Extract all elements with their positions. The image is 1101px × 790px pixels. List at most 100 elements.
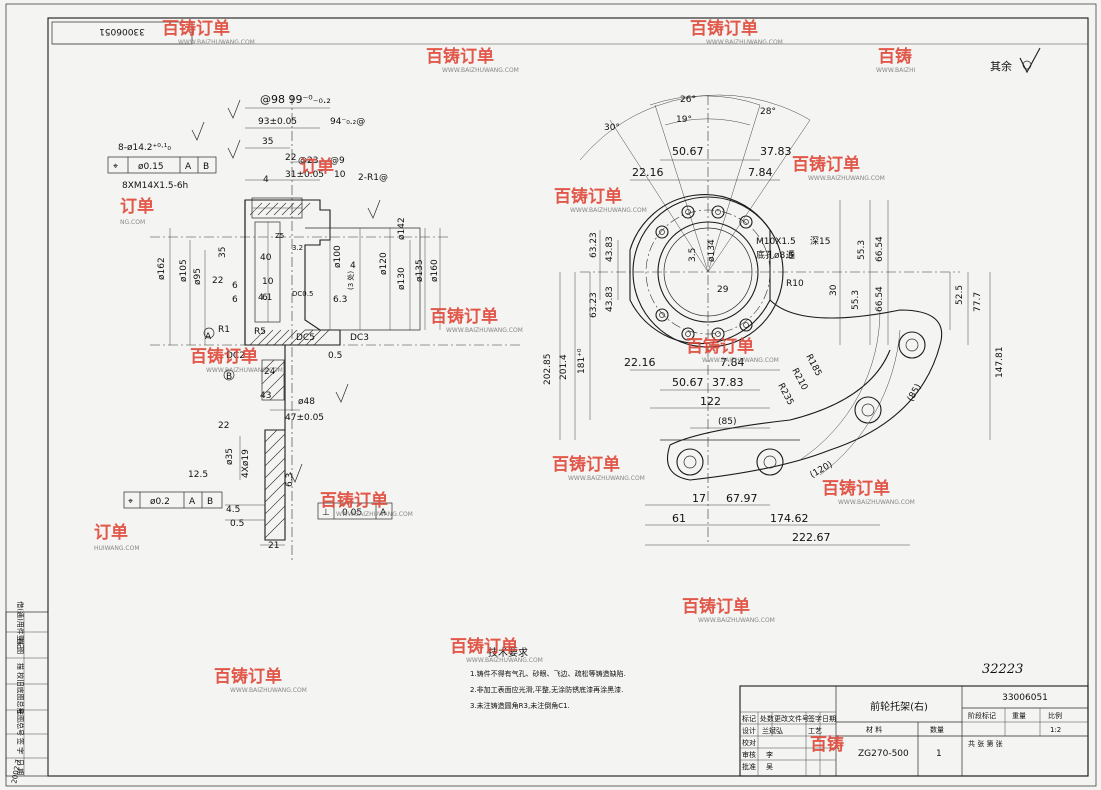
outer-frame [5, 3, 1097, 787]
bolt-holes [655, 205, 753, 341]
strip-label-total: 底图总号 [16, 708, 25, 736]
dim-text: DC0.5 [292, 290, 313, 298]
dim-text: 202.85 [543, 354, 553, 386]
dim-text: 43 [260, 391, 271, 401]
svg-text:百铸订单: 百铸订单 [214, 666, 282, 687]
dim-text: (3 处) [346, 271, 355, 290]
dim-text: (120) [809, 460, 835, 481]
plan-bore [657, 221, 759, 323]
watermark-logo: 百铸订单 WWW.BAIZHUWANG.COM [426, 46, 519, 74]
dim-text: 43.83 [605, 236, 615, 262]
tb-row-label: 校对 [742, 738, 756, 747]
svg-text:百铸订单: 百铸订单 [426, 46, 494, 67]
tb-row-label: 签字 [808, 714, 822, 723]
strip-label-date: 日 期 [16, 759, 24, 775]
dim-text: 63.23 [589, 232, 599, 258]
tech-req-item-3: 3.未注铸造圆角R3,未注倒角C1. [470, 701, 570, 710]
dim-text: ø130 [397, 267, 407, 290]
svg-text:百铸: 百铸 [810, 734, 844, 755]
dim-text: 0.5 [230, 519, 244, 529]
roughness-icon [227, 99, 241, 119]
dim-text: 61 [672, 512, 686, 525]
dim-text: DC5 [296, 333, 315, 343]
watermark-logo: 百铸订单 WWW.BAIZHUWANG.COM [682, 596, 775, 624]
svg-text:B: B [203, 162, 209, 172]
tb-quantity-value: 1 [936, 749, 942, 759]
dim-text: M10X1.5 [756, 237, 796, 247]
svg-text:HUIWANG.COM: HUIWANG.COM [94, 545, 140, 552]
dim-text: 77.7 [973, 292, 983, 312]
dim-text: R235 [775, 382, 795, 407]
tb-sheets-label: 共 张 第 张 [968, 739, 1003, 748]
svg-text:WWW.BAIZHUWANG.COM: WWW.BAIZHUWANG.COM [442, 67, 519, 74]
dim-text: 31±0.05 [285, 170, 324, 180]
dim-text: 52.5 [955, 285, 965, 305]
dim-text: 174.62 [770, 512, 809, 525]
dim-text: ø135 [415, 259, 425, 282]
datum-b-marker [223, 369, 235, 381]
svg-text:A: A [185, 162, 192, 172]
roughness-icon [191, 121, 205, 141]
watermark-logo: 百铸订单 WWW.BAIZHUWANG.COM [320, 490, 413, 518]
tb-row-label: 日期 [822, 715, 836, 723]
dim-text: 21 [268, 541, 279, 551]
dim-text: 19° [676, 115, 692, 125]
dim-text: 6 [262, 293, 268, 303]
handwritten-code: 32223 [982, 662, 1023, 677]
watermark-logo: 百铸订单 WWW.BAIZHUWANG.COM [554, 186, 647, 214]
dim-text: 35 [262, 137, 273, 147]
dim-text: 181⁺⁰ [577, 348, 587, 374]
dim-text: (85) [906, 382, 924, 403]
dim-text: R1 [218, 325, 230, 335]
tb-signature: 兰斌弘 [762, 726, 783, 735]
watermark-logo: 百铸订单 WWW.BAIZHUWANG.COM [686, 336, 779, 364]
dim-text: 30° [604, 123, 620, 133]
tech-req-title: 技术要求 [488, 646, 528, 659]
surface-note: 其余 [990, 59, 1012, 73]
svg-text:百铸订单: 百铸订单 [682, 596, 750, 617]
strip-label-check: 描 校 [16, 663, 25, 679]
roughness-icon [335, 383, 349, 403]
dim-text: 37.83 [712, 376, 744, 389]
svg-text:A: A [380, 508, 387, 518]
svg-text:百铸: 百铸 [878, 46, 912, 67]
dim-text: 24 [264, 367, 276, 377]
dim-text: 28° [760, 107, 776, 117]
dim-text: 深15 [810, 236, 830, 247]
svg-text:订单: 订单 [300, 156, 334, 177]
dim-text: 29 [717, 285, 729, 295]
tb-row-label: 审核 [742, 750, 756, 759]
dim-text: 4Xø19 [241, 449, 251, 478]
svg-text:百铸订单: 百铸订单 [450, 636, 518, 657]
dim-text: R5 [254, 327, 266, 337]
svg-text:B: B [207, 497, 213, 507]
dim-text: 8-ø14.2⁺⁰·¹₀ [118, 143, 171, 153]
dim-text: 4 [263, 175, 269, 185]
section-lower-arm [260, 344, 286, 541]
watermark-logo: 百铸订单 WWW.BAIZHUWANG.COM [214, 666, 307, 694]
dim-text: 122 [700, 395, 721, 408]
tb-count-label: 数量 [930, 725, 944, 734]
svg-text:WWW.BAIZHUWANG.COM: WWW.BAIZHUWANG.COM [446, 327, 523, 334]
svg-text:WWW.BAIZHUWANG.COM: WWW.BAIZHUWANG.COM [706, 39, 783, 46]
roughness-icon [227, 139, 241, 159]
svg-text:WWW.BAIZHUWANG.COM: WWW.BAIZHUWANG.COM [178, 39, 255, 46]
gdt-frame-2: ⌖ ø0.2 A B [123, 491, 223, 509]
dim-text: 37.83 [760, 145, 792, 158]
dim-text: ø142 [397, 217, 407, 240]
dim-text: 222.67 [792, 531, 831, 544]
tb-weight-label: 重量 [1012, 712, 1026, 720]
dim-text: @98 99⁻⁰₋₀.₂ [260, 93, 331, 106]
watermark-logo: 百铸订单 WWW.BAIZHUWANG.COM [690, 18, 783, 46]
dim-text: 26° [680, 95, 696, 105]
dim-text: 66.54 [875, 286, 885, 312]
tb-row-label: 更改文件号 [774, 714, 809, 723]
dim-text: B [226, 372, 232, 382]
strip-label-old-total: 旧底图总号 [16, 680, 25, 715]
dim-text: 22.16 [624, 356, 656, 369]
dim-text: ø105 [179, 259, 189, 282]
dim-text: 4 [350, 261, 356, 271]
title-block: 前轮托架(右) 33006051 阶段标记 重量 比例 1:2 共 张 第 张 … [739, 685, 1089, 777]
svg-text:WWW.BAIZHI: WWW.BAIZHI [876, 67, 916, 74]
